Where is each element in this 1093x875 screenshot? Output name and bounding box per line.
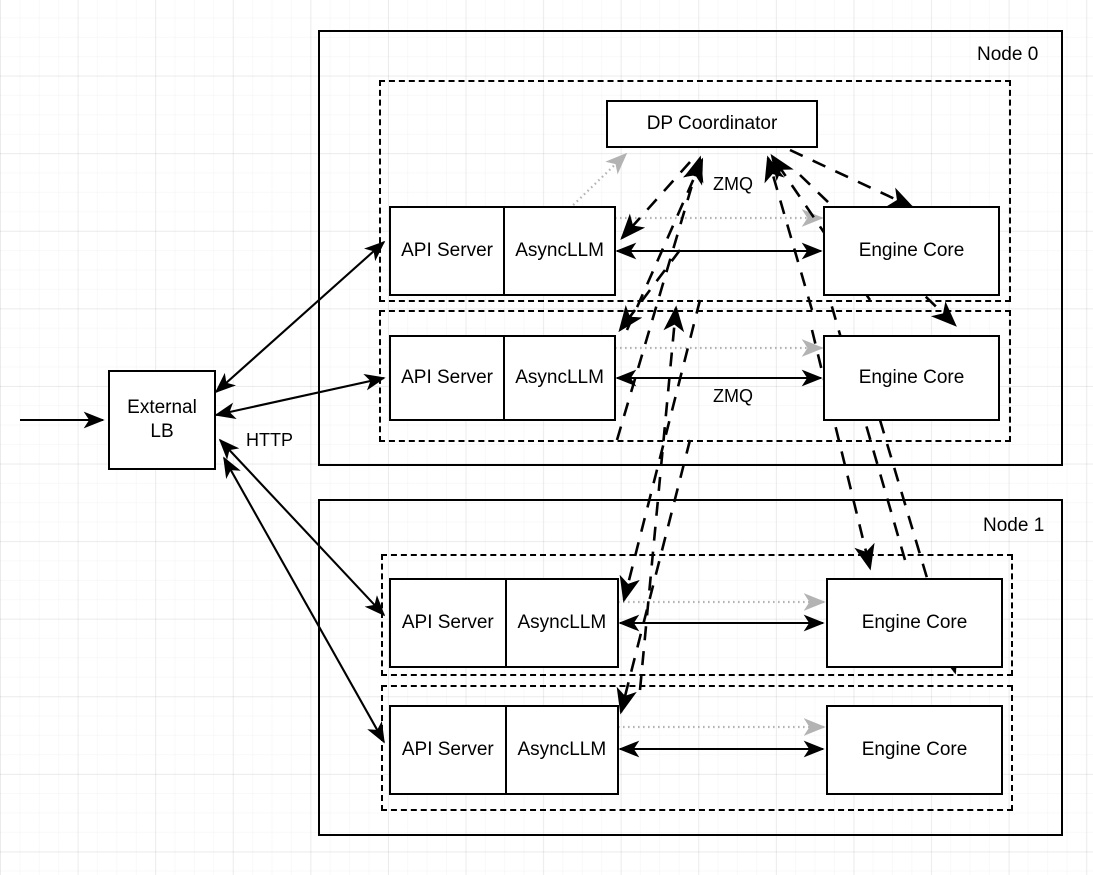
node-1-row-1-asyncllm-label: AsyncLLM [517, 612, 607, 633]
node-1-row-1-engine-core-label: Engine Core [861, 612, 968, 634]
node-1-group-2-frame [381, 685, 1013, 811]
node-1-row-1-engine-core-box[interactable]: Engine Core [826, 578, 1003, 668]
node-1-row-1-api-server-label: API Server [391, 580, 507, 666]
node-0-group-2-frame [379, 310, 1011, 442]
node-0-row-2-engine-core-label: Engine Core [858, 367, 965, 389]
node-1-group-1-frame [381, 554, 1013, 676]
node-0-row-1-engine-core-box[interactable]: Engine Core [823, 206, 1000, 296]
node-0-row-2-engine-core-box[interactable]: Engine Core [823, 335, 1000, 421]
node-0-row-1-engine-core-label: Engine Core [858, 240, 965, 262]
node-1-label: Node 1 [983, 515, 1045, 536]
node-1-row-2-engine-core-box[interactable]: Engine Core [826, 705, 1003, 795]
node-1-row-2-api-server-label: API Server [391, 707, 507, 793]
node-0-row-2-api-server-label: API Server [391, 337, 506, 419]
node-1-row-1-api-box[interactable]: API Server AsyncLLM [389, 578, 619, 668]
node-0-row-2-asyncllm-label: AsyncLLM [515, 367, 604, 388]
node-1-row-2-engine-core-label: Engine Core [861, 739, 968, 761]
edge-lb-node1-row2 [223, 456, 385, 744]
http-edge-label: HTTP [244, 430, 295, 451]
external-lb-label-line2: LB [150, 421, 174, 442]
zmq-label-top: ZMQ [713, 174, 753, 194]
node-1-frame [318, 499, 1063, 836]
edge-lb-node0-row2 [214, 373, 386, 420]
edge-lb-node0-row1 [214, 240, 386, 394]
node-0-row-2-api-box[interactable]: API Server AsyncLLM [389, 335, 616, 421]
node-0-group-1-frame [379, 80, 1011, 302]
dp-coordinator-label: DP Coordinator [646, 113, 778, 135]
dp-coordinator-box[interactable]: DP Coordinator [606, 100, 818, 148]
node-0-row-1-api-box[interactable]: API Server AsyncLLM [389, 206, 616, 296]
node-0-row-1-api-server-label: API Server [391, 208, 506, 294]
node-0-row-1-asyncllm-label: AsyncLLM [515, 240, 604, 261]
node-0-frame [318, 30, 1063, 466]
node-1-row-2-api-box[interactable]: API Server AsyncLLM [389, 705, 619, 795]
zmq-label-mid: ZMQ [713, 386, 753, 406]
node-1-row-2-asyncllm-label: AsyncLLM [517, 739, 607, 760]
external-lb-box[interactable]: External LB [108, 370, 216, 470]
node-0-label: Node 0 [977, 44, 1039, 65]
external-lb-label-line1: External [127, 397, 197, 419]
